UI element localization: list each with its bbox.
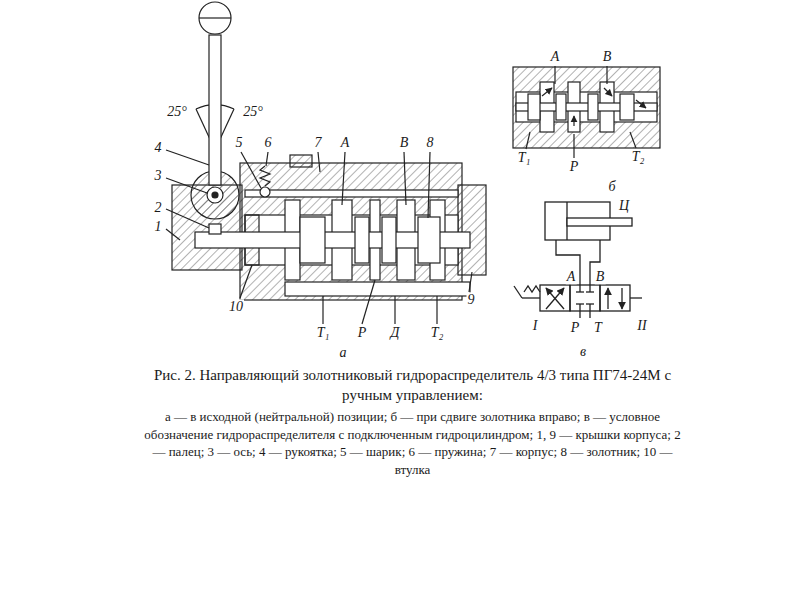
callout-label: Р [357, 325, 368, 340]
valve-symbol [514, 202, 642, 318]
callout-label: Т₁ [517, 150, 532, 165]
callout-label: Р [569, 159, 580, 174]
callout-label: 1 [154, 219, 163, 234]
callout-label: В [602, 49, 613, 64]
callout-label: Д [390, 325, 401, 340]
callout-label: б [607, 179, 616, 194]
callout-label: Ц [618, 198, 630, 213]
callout-label: 3 [154, 168, 163, 183]
callout-label: Т [593, 320, 603, 335]
callout-label: 9 [467, 292, 476, 307]
section-view [166, 2, 486, 324]
callout-label: 7 [314, 135, 323, 150]
callout-label: Т₂ [430, 325, 445, 340]
shifted-spool-view [513, 66, 660, 158]
callout-label: II [636, 318, 647, 333]
callout-label: в [579, 344, 587, 359]
callout-label: А [550, 49, 561, 64]
callout-label: I [532, 318, 539, 333]
callout-label: В [595, 269, 606, 284]
callout-label: 25° [242, 104, 264, 119]
callout-label: 10 [228, 299, 244, 314]
callout-label: А [340, 135, 351, 150]
callout-label: а [339, 345, 348, 360]
callout-label: 4 [154, 140, 163, 155]
callout-label: Р [570, 320, 581, 335]
callout-label: В [399, 135, 410, 150]
callout-label: Т₂ [631, 149, 646, 164]
callout-label: А [566, 269, 577, 284]
callout-label: 2 [154, 200, 163, 215]
figure-legend-text: а — в исходной (нейтральной) позиции; б … [140, 408, 685, 478]
figure-caption: Рис. 2. Направляющий золотниковый гидрор… [150, 366, 675, 405]
callout-label: 5 [235, 135, 244, 150]
callout-label: 6 [264, 135, 273, 150]
callout-label: 8 [426, 135, 435, 150]
callout-label: Т₁ [316, 325, 331, 340]
callout-label: 25° [166, 104, 188, 119]
